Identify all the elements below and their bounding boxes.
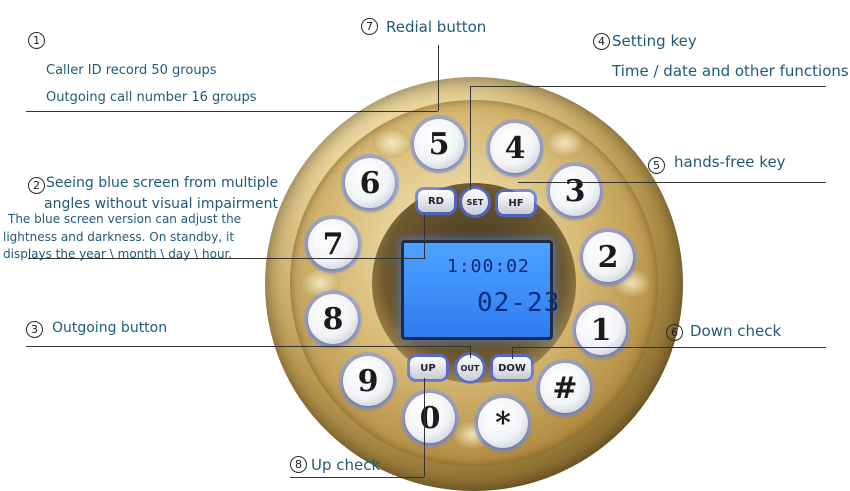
hands-free-key[interactable]: HF — [498, 192, 534, 214]
callout-7-label: Redial button — [386, 18, 487, 36]
callout-3-label: Outgoing button — [52, 320, 168, 336]
callout-number-3: 3 — [26, 321, 43, 338]
callout-number-1: 1 — [28, 32, 45, 49]
callout-1-line2: Outgoing call number 16 groups — [46, 90, 257, 105]
key-2[interactable]: 2 — [583, 232, 633, 282]
callout-2-desc2: lightness and darkness. On standby, it — [3, 230, 235, 244]
callout-4-sub: Time / date and other functions — [612, 62, 849, 80]
leader-line — [470, 86, 471, 190]
callout-2-desc1: The blue screen version can adjust the — [8, 212, 242, 226]
leader-line — [26, 111, 438, 112]
leader-line — [512, 347, 513, 359]
callout-1-line1: Caller ID record 50 groups — [46, 63, 217, 78]
up-check-key[interactable]: UP — [410, 357, 446, 379]
callout-4-label: Setting key — [612, 32, 697, 50]
callout-8-label: Up check — [311, 456, 381, 474]
callout-number-6: 6 — [666, 324, 683, 341]
ornament — [545, 128, 585, 158]
key-9[interactable]: 9 — [343, 356, 393, 406]
key-7[interactable]: 7 — [308, 219, 358, 269]
key-star[interactable]: * — [478, 398, 528, 448]
callout-2-desc3: displays the year \ month \ day \ hour. — [3, 247, 233, 261]
callout-5-label: hands-free key — [674, 153, 786, 171]
redial-key[interactable]: RD — [418, 190, 454, 212]
ornament — [300, 268, 340, 298]
leader-line — [438, 45, 439, 111]
lcd-date: 02-23 — [477, 288, 561, 318]
key-0[interactable]: 0 — [405, 393, 455, 443]
callout-number-7: 7 — [361, 18, 378, 35]
leader-line — [28, 258, 426, 259]
lcd-time: 1:00:02 — [447, 256, 530, 277]
key-4[interactable]: 4 — [490, 123, 540, 173]
leader-line — [470, 346, 471, 358]
outgoing-key[interactable]: OUT — [457, 355, 483, 381]
key-6[interactable]: 6 — [345, 158, 395, 208]
leader-line — [470, 86, 826, 87]
setting-key[interactable]: SET — [462, 189, 488, 215]
leader-line — [26, 346, 470, 347]
lcd-screen — [401, 240, 553, 340]
leader-line — [424, 214, 425, 258]
callout-number-4: 4 — [593, 33, 610, 50]
key-1[interactable]: 1 — [576, 305, 626, 355]
key-3[interactable]: 3 — [550, 166, 600, 216]
leader-line — [512, 347, 826, 348]
callout-2-title1: Seeing blue screen from multiple — [46, 175, 279, 191]
callout-number-5: 5 — [648, 157, 665, 174]
key-5[interactable]: 5 — [414, 119, 464, 169]
callout-2-title2: angles without visual impairment — [44, 196, 278, 212]
leader-line — [518, 182, 826, 183]
key-hash[interactable]: # — [540, 363, 590, 413]
key-8[interactable]: 8 — [308, 294, 358, 344]
callout-number-8: 8 — [290, 456, 307, 473]
leader-line — [290, 477, 424, 478]
leader-line — [424, 378, 425, 477]
ornament — [372, 128, 412, 158]
down-check-key[interactable]: DOW — [493, 357, 531, 379]
callout-number-2: 2 — [28, 177, 45, 194]
callout-6-label: Down check — [690, 322, 782, 340]
